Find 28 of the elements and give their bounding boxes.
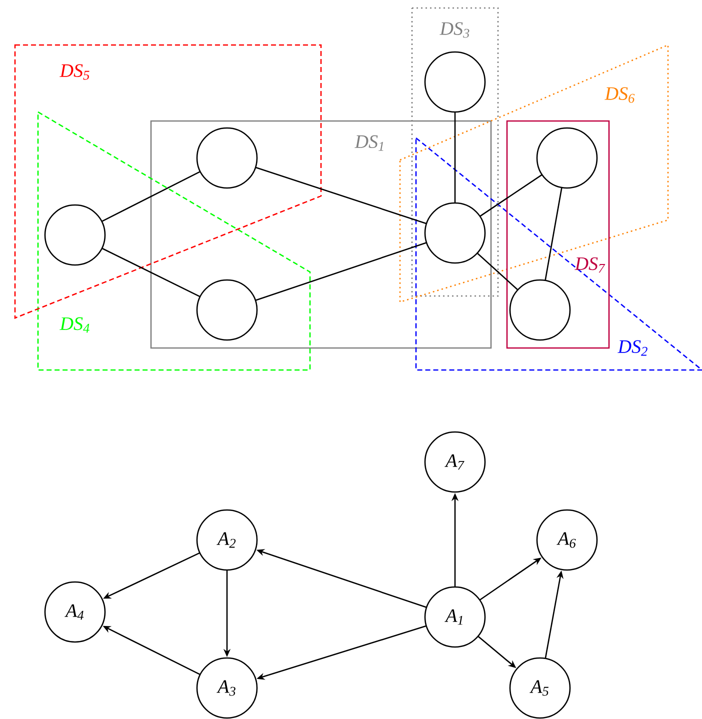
graph-node: A$_{5}$	[509, 657, 571, 719]
empty-node	[536, 127, 598, 189]
empty-node	[509, 279, 571, 341]
graph-node: A$_{6}$	[536, 509, 598, 571]
empty-node	[196, 127, 258, 189]
graph-node: A$_{1}$	[424, 586, 486, 648]
graph-node: A$_{2}$	[196, 509, 258, 571]
set-label: DS$_{7}$	[574, 257, 606, 273]
graph-node: A$_{7}$	[424, 431, 486, 493]
empty-node	[44, 204, 106, 266]
empty-node	[196, 279, 258, 341]
set-label: DS$_{1}$	[354, 135, 384, 151]
edge-line	[255, 242, 427, 302]
edge-line	[454, 112, 456, 203]
edge-line	[101, 170, 201, 222]
set-label: DS$_{6}$	[604, 87, 635, 103]
empty-node	[424, 51, 486, 113]
set-label: DS$_{5}$	[60, 64, 90, 80]
graph-node: A$_{3}$	[196, 657, 258, 719]
edge-line	[544, 187, 562, 281]
graph-node: A$_{4}$	[44, 581, 106, 643]
set-label: DS$_{2}$	[618, 340, 648, 356]
set-label: DS$_{4}$	[60, 317, 90, 333]
edge-line	[476, 252, 518, 290]
set-label: DS$_{3}$	[440, 22, 470, 38]
edge-line	[102, 248, 200, 298]
empty-node	[424, 202, 486, 264]
edge-line	[255, 166, 427, 224]
